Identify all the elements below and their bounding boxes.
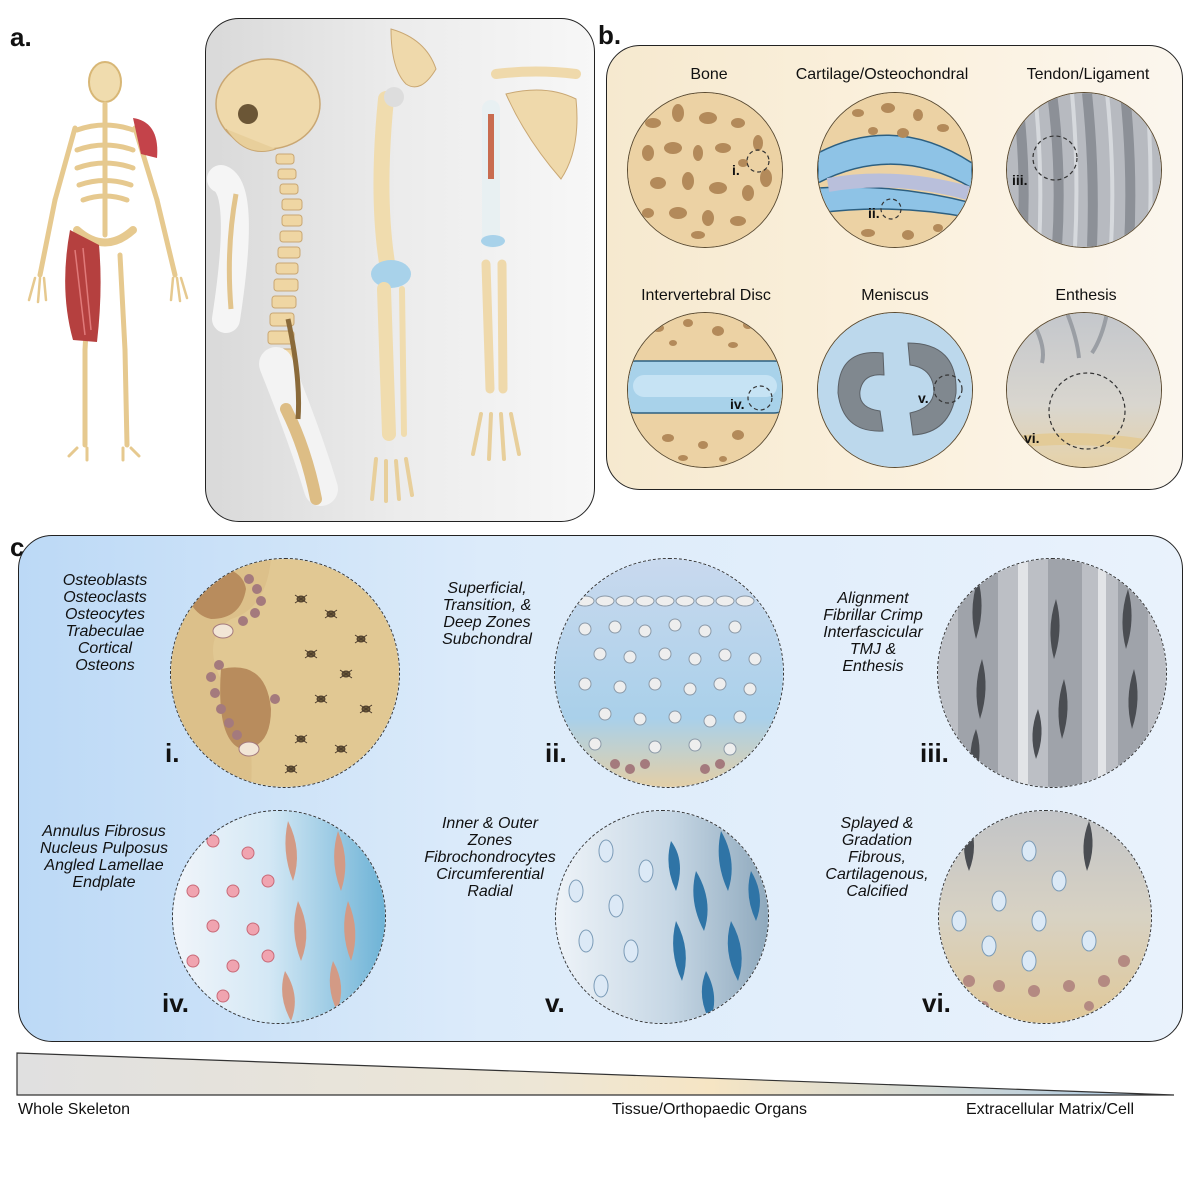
skeleton-parts-panel — [205, 18, 595, 522]
cartilage-cell-circle — [554, 558, 784, 788]
meniscus-cell-circle — [555, 810, 769, 1024]
tissue-title-bone: Bone — [690, 66, 728, 83]
disc-tissue-circle — [627, 312, 783, 468]
tendon-cell-circle — [937, 558, 1167, 788]
tissue-title-disc: Intervertebral Disc — [641, 287, 771, 304]
marker-tendon: iii. — [1012, 172, 1028, 188]
scale-label-right: Extracellular Matrix/Cell — [966, 1101, 1135, 1118]
tendon-tissue-circle — [1006, 92, 1162, 248]
marker-disc: iv. — [730, 396, 745, 412]
disc-cell-circle — [172, 810, 386, 1024]
roman-label-vi: vi. — [922, 988, 951, 1018]
roman-label-i: i. — [165, 738, 180, 768]
scale-gradient-wedge — [16, 1052, 1175, 1096]
scale-label-left: Whole Skeleton — [18, 1101, 131, 1118]
bone-tissue-circle — [627, 92, 783, 248]
cartilage-tissue-circle — [817, 92, 973, 248]
tissue-title-tendon: Tendon/Ligament — [1026, 66, 1150, 83]
tissue-title-enthesis: Enthesis — [1055, 287, 1117, 304]
enthesis-cell-circle — [938, 810, 1152, 1024]
tissue-title-cartilage: Cartilage/Osteochondral — [795, 66, 969, 83]
roman-label-iii: iii. — [920, 738, 949, 768]
marker-bone: i. — [732, 162, 740, 178]
roman-label-iv: iv. — [162, 988, 189, 1018]
scale-label-middle: Tissue/Orthopaedic Organs — [612, 1101, 808, 1118]
full-skeleton-figure — [27, 61, 189, 462]
meniscus-tissue-circle — [817, 312, 973, 468]
enthesis-tissue-circle — [1006, 312, 1162, 468]
marker-enthesis: vi. — [1024, 430, 1040, 446]
tissue-title-meniscus: Meniscus — [861, 287, 929, 304]
feature-list-enthesis: Splayed &Gradation Fibrous,Cartilagenous… — [825, 815, 929, 900]
skeleton-parts-illustration — [207, 28, 581, 506]
roman-label-ii: ii. — [545, 738, 567, 768]
panel-letter-b: b. — [598, 20, 622, 50]
marker-meniscus: v. — [918, 390, 929, 406]
bone-cell-circle — [170, 558, 400, 788]
panel-letter-a: a. — [10, 22, 32, 52]
roman-label-v: v. — [545, 988, 565, 1018]
marker-cartilage: ii. — [868, 205, 880, 221]
